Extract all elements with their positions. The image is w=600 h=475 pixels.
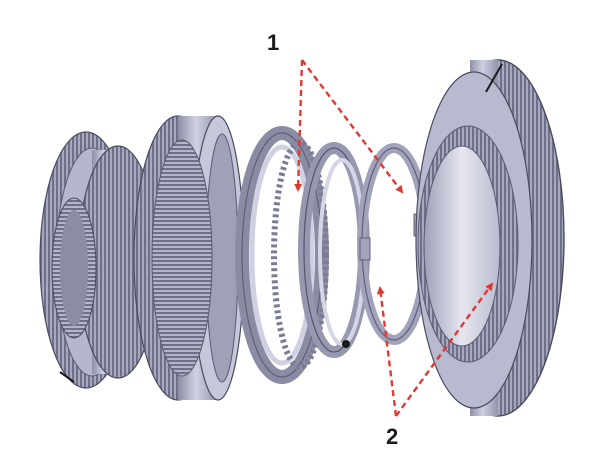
arrow-2a [376,286,398,417]
arrow-2b [395,282,494,417]
callout-label-1: 1 [267,30,280,55]
callout-arrows [294,59,494,417]
sleeve [133,115,245,401]
callout-label-2: 2 [386,424,399,449]
driven-gear [415,59,565,417]
arrow-1b [301,59,404,194]
arrow-1a [294,59,304,192]
